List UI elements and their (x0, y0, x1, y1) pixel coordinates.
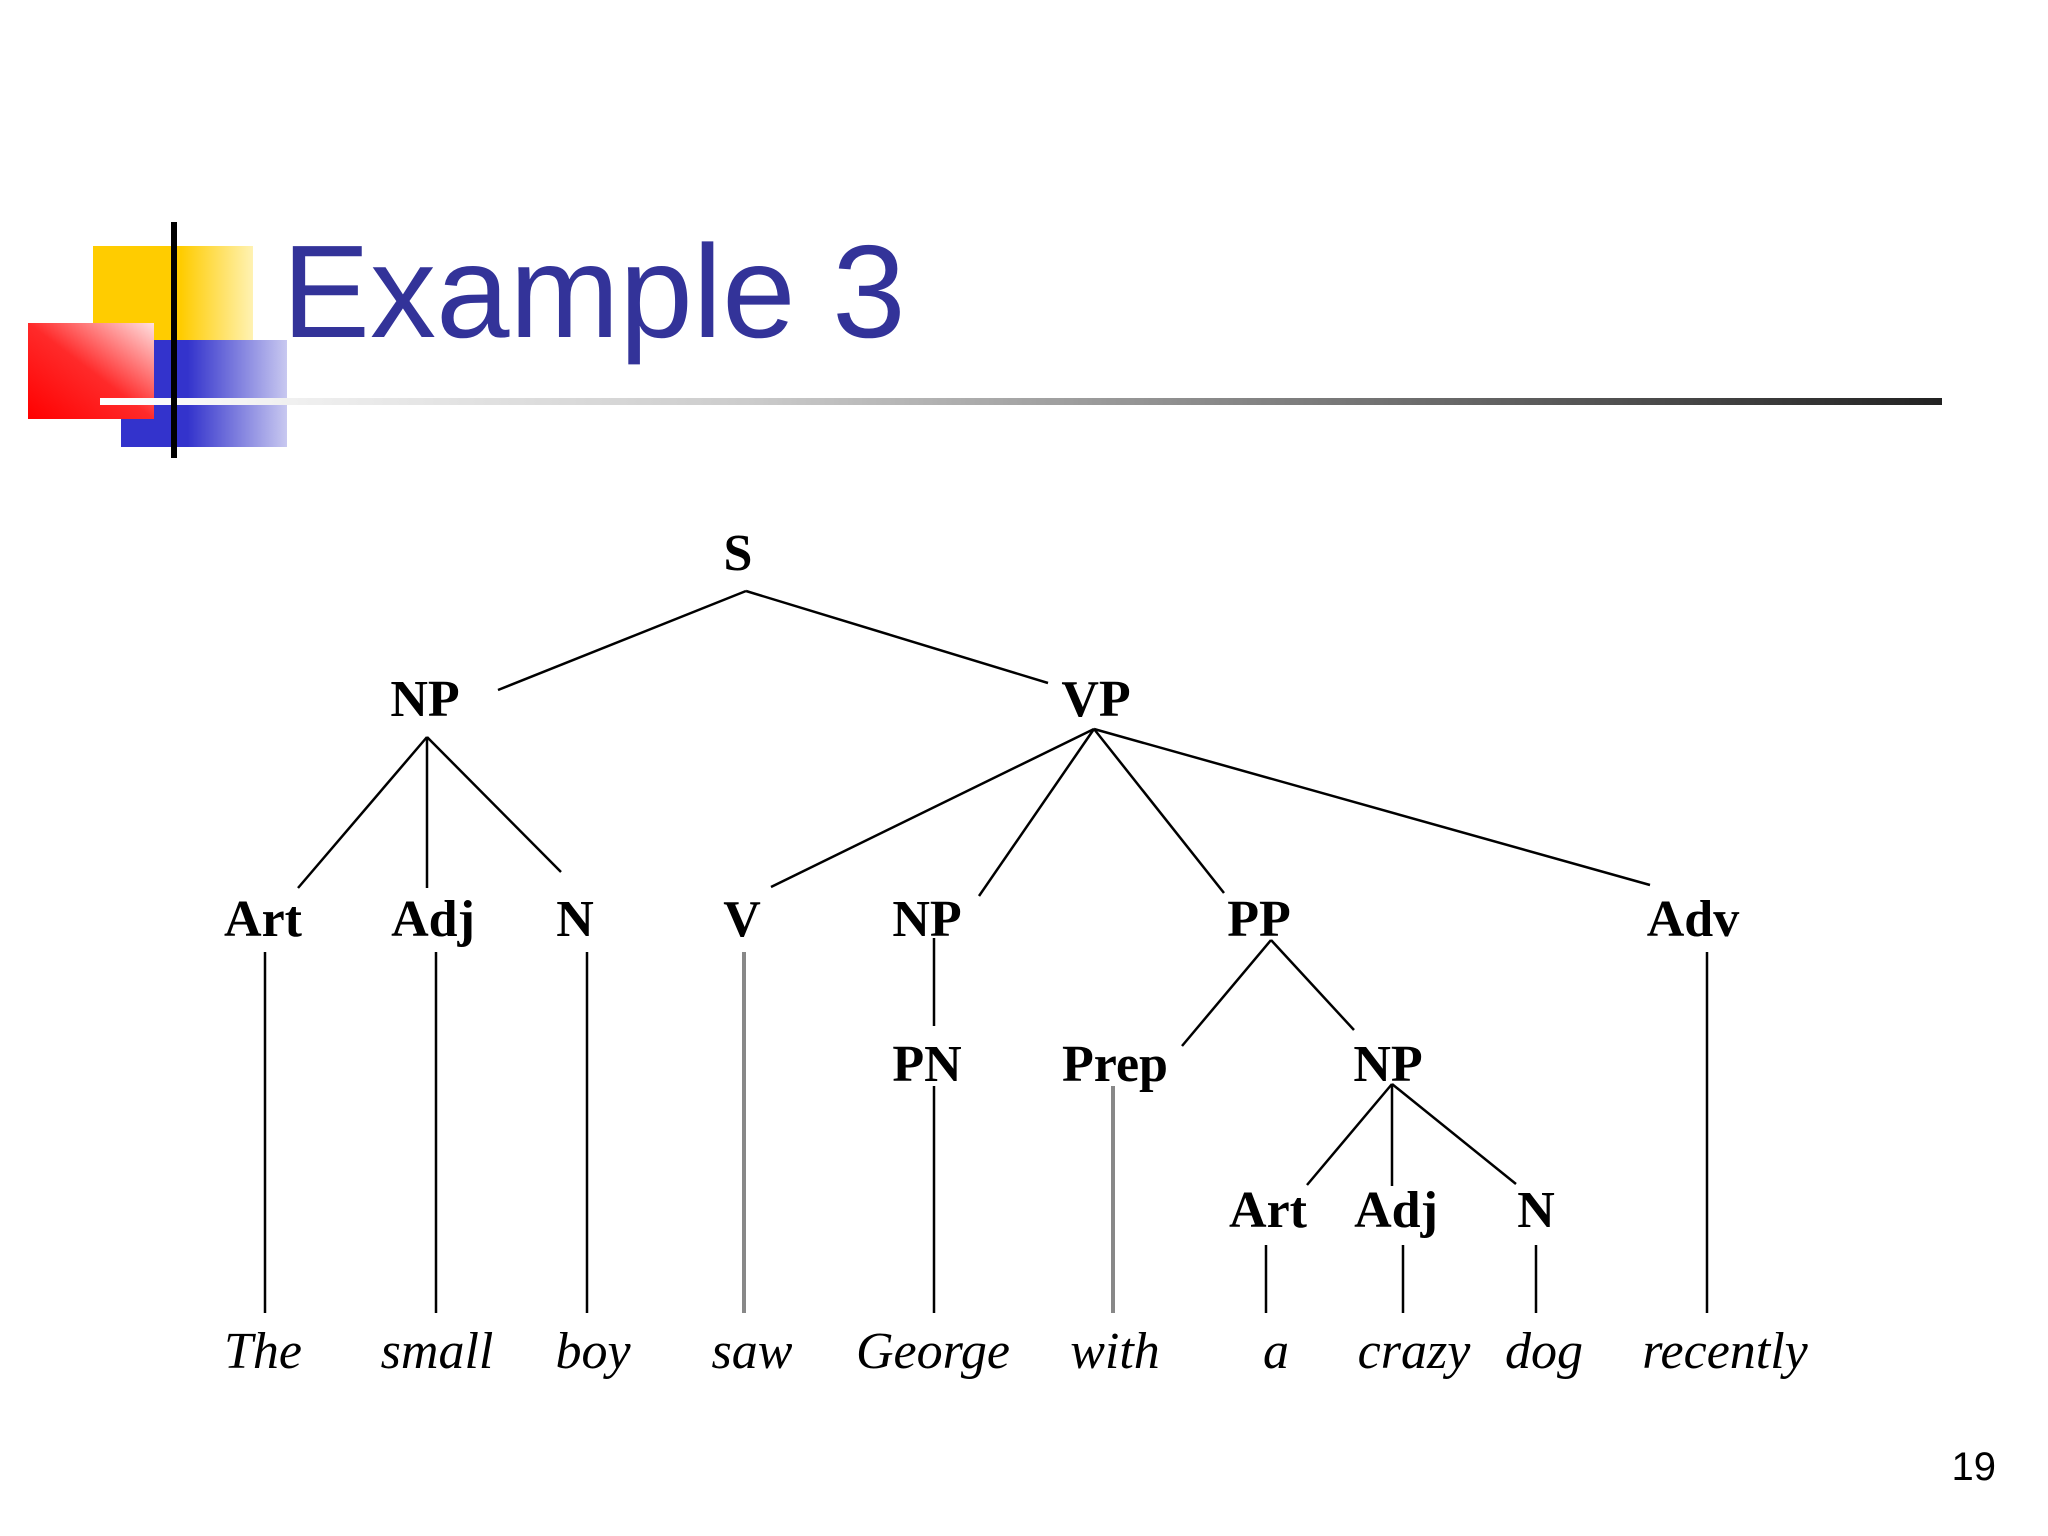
tree-word-the: The (224, 1323, 302, 1380)
tree-edge-np3-art2 (1306, 1083, 1393, 1186)
tree-word-with: with (1070, 1323, 1160, 1380)
tree-word-george: George (856, 1323, 1010, 1380)
tree-word-boy: boy (555, 1323, 631, 1380)
tree-node-pp: PP (1227, 891, 1291, 948)
tree-word-a: a (1263, 1323, 1289, 1380)
tree-edge-vp-adv (1093, 727, 1651, 887)
tree-node-np2: NP (892, 891, 961, 948)
tree-node-adv: Adv (1647, 891, 1739, 948)
tree-node-np1: NP (390, 671, 459, 728)
tree-edge-vp-pp (1093, 728, 1225, 894)
tree-edge-vp-v (770, 727, 1095, 889)
slide-title: Example 3 (282, 218, 906, 365)
tree-node-n2: N (1517, 1182, 1555, 1239)
tree-word-crazy: crazy (1358, 1323, 1472, 1380)
tree-word-recently: recently (1642, 1323, 1808, 1380)
page-number: 19 (1951, 1445, 1997, 1489)
tree-node-prep: Prep (1062, 1036, 1168, 1093)
tree-edge-pp-prep (1181, 939, 1272, 1047)
tree-word-small: small (381, 1323, 494, 1380)
tree-node-v: V (723, 891, 761, 948)
tree-node-adj2: Adj (1354, 1182, 1438, 1239)
title-rule (100, 398, 1942, 405)
tree-edge-s-vp (745, 589, 1049, 685)
tree-node-np3: NP (1353, 1036, 1422, 1093)
tree-node-adj1: Adj (391, 891, 475, 948)
tree-node-art1: Art (224, 891, 303, 948)
tree-edge-np1-n1 (426, 736, 562, 873)
tree-edge-pp-np3 (1270, 939, 1355, 1031)
tree-edge-s-np1 (497, 589, 747, 692)
title-decoration (28, 222, 1942, 458)
tree-node-art2: Art (1229, 1182, 1308, 1239)
tree-node-s: S (724, 525, 753, 582)
tree-edge-vp-np2 (977, 728, 1096, 897)
tree-edge-np1-art1 (297, 736, 428, 889)
tree-word-dog: dog (1505, 1323, 1583, 1380)
tree-word-saw: saw (712, 1323, 793, 1380)
tree-edge-np3-n2 (1391, 1083, 1517, 1185)
tree-node-n1: N (556, 891, 594, 948)
tree-node-vp: VP (1061, 671, 1130, 728)
vertical-bar (171, 222, 177, 458)
tree-node-pn: PN (892, 1036, 961, 1093)
